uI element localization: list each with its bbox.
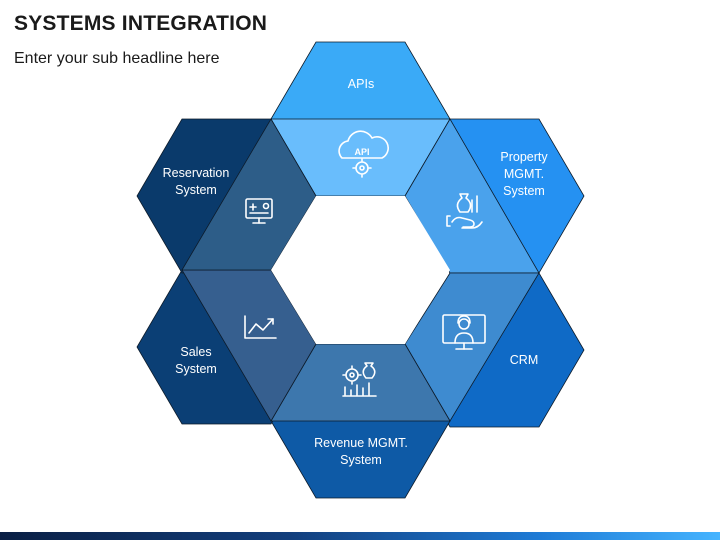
support-agent-monitor-icon [442, 314, 486, 350]
growth-chart-icon [244, 315, 277, 339]
label-revenue-mgmt: Revenue MGMT. System [314, 436, 408, 467]
gear-money-chart-icon [342, 362, 377, 397]
center-hole [271, 196, 450, 344]
hand-money-bag-icon [446, 193, 483, 229]
label-reservation: Reservation System [162, 166, 230, 197]
page-title: SYSTEMS INTEGRATION [14, 12, 268, 35]
page-subtitle: Enter your sub headline here [14, 50, 220, 67]
label-property-mgmt: Property MGMT. System [500, 150, 548, 198]
monitor-booking-icon [245, 198, 273, 224]
bottom-gradient-bar [0, 532, 720, 540]
label-apis: APIs [347, 77, 375, 91]
svg-text:API: API [354, 147, 369, 157]
api-cloud-gear-icon: API [338, 130, 389, 178]
label-crm: CRM [509, 353, 539, 367]
label-sales: Sales System [175, 345, 217, 376]
